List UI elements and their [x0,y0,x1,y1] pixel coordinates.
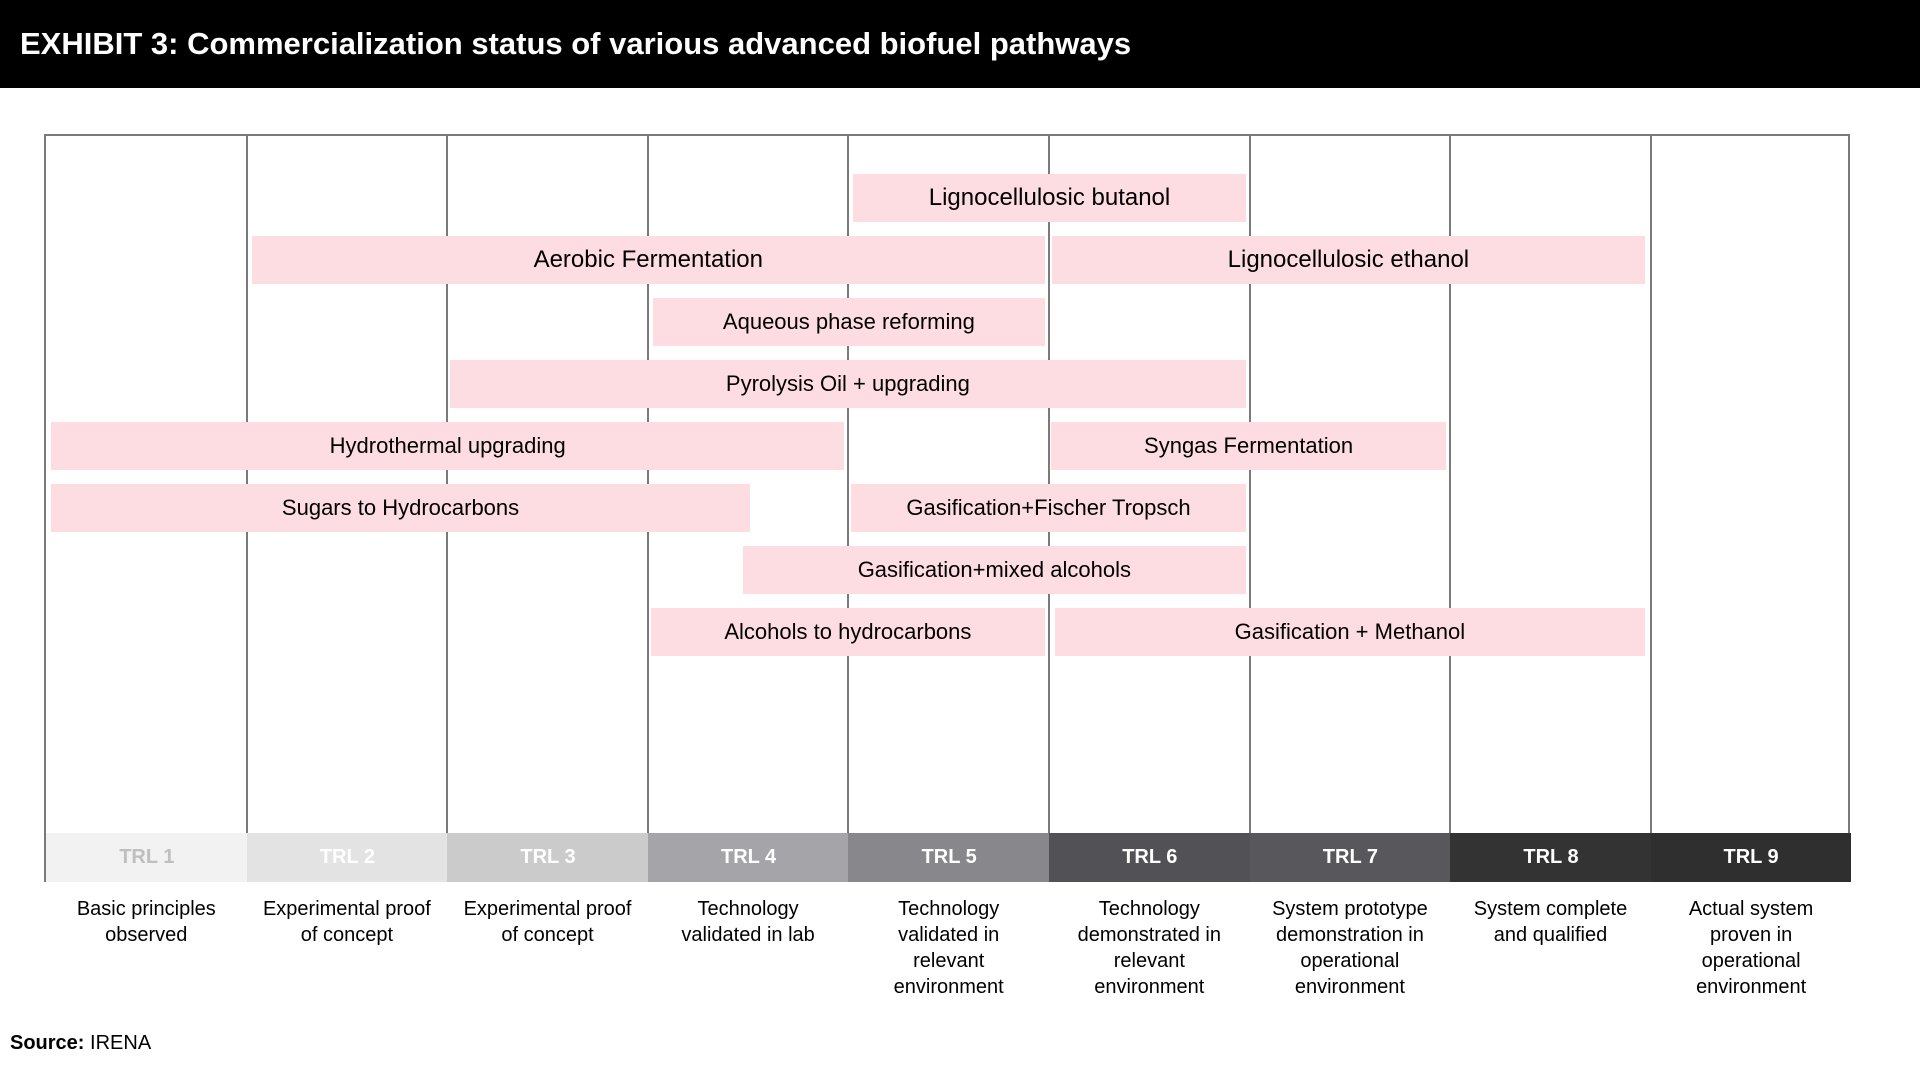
trl-cell: TRL 3 [447,833,649,882]
trl-cell: TRL 5 [848,833,1050,882]
source-label: Source: [10,1032,85,1054]
trl-description: Experimental proof of concept [262,898,431,946]
pathway-bar: Aqueous phase reforming [652,298,1045,346]
grid-line [847,136,850,880]
trl-description: System prototype demonstration in operat… [1272,898,1428,998]
pathway-bar: Gasification + Methanol [1055,608,1645,656]
pathway-bar: Syngas Fermentation [1051,422,1447,470]
source-note: Source: IRENA [10,1032,151,1055]
trl-cell: TRL 6 [1049,833,1251,882]
trl-cell: TRL 1 [46,833,248,882]
exhibit-header: EXHIBIT 3: Commercialization status of v… [0,0,1920,88]
trl-description: Experimental proof of concept [463,898,632,946]
pathway-bar: Pyrolysis Oil + upgrading [450,360,1246,408]
pathway-bar: Gasification+Fischer Tropsch [851,484,1246,532]
trl-description: Technology demonstrated in relevant envi… [1077,898,1221,998]
trl-cell: TRL 7 [1249,833,1452,882]
pathway-bar: Sugars to Hydrocarbons [51,484,751,532]
grid-line [1248,136,1251,880]
source-text: IRENA [90,1032,152,1054]
trl-cell: TRL 2 [246,833,449,882]
trl-cell: TRL 4 [647,833,850,882]
grid-line [1649,136,1652,880]
pathway-bar: Aerobic Fermentation [251,236,1045,284]
pathway-bar: Gasification+mixed alcohols [743,546,1246,594]
exhibit-title: EXHIBIT 3: Commercialization status of v… [20,26,1132,61]
grid-line [1449,136,1452,880]
pathway-bar: Lignocellulosic ethanol [1052,236,1645,284]
pathway-bar: Hydrothermal upgrading [51,422,845,470]
trl-description: Technology validated in lab [681,898,815,946]
trl-cell: TRL 9 [1650,833,1852,882]
trl-description: Technology validated in relevant environ… [893,898,1004,998]
pathway-bar: Alcohols to hydrocarbons [650,608,1045,656]
trl-description: Actual system proven in operational envi… [1688,898,1814,998]
trl-description: System complete and qualified [1473,898,1628,946]
trl-description: Basic principles observed [76,898,216,946]
trl-cell: TRL 8 [1450,833,1652,882]
pathway-bar: Lignocellulosic butanol [853,174,1246,222]
